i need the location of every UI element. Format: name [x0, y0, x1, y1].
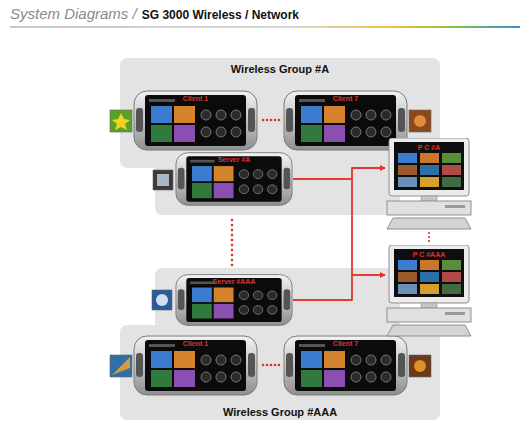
- computer-node: P C #A: [385, 138, 473, 230]
- computer-node: P C #AAA: [385, 245, 473, 337]
- device-label: Server #A: [175, 156, 293, 163]
- wireless-group-band: Wireless Group #AAA Server #AAA Client 1 Cl…: [120, 268, 440, 420]
- device-node: Server #A: [175, 150, 293, 208]
- group-band-shape: [120, 268, 440, 420]
- device-node: Client 1: [133, 88, 258, 153]
- band-part: [155, 162, 400, 215]
- device-node: Server #AAA: [175, 272, 293, 328]
- band-part: [120, 325, 440, 420]
- page-header: System Diagrams / SG 3000 Wireless / Netw…: [10, 5, 299, 22]
- device-node: Client 1: [133, 333, 258, 398]
- device-node: Client 7: [283, 88, 408, 153]
- diagram-title: System Diagrams /: [10, 5, 137, 22]
- group-heading: Wireless Group #AAA: [120, 406, 440, 418]
- device-label: Server #AAA: [175, 278, 293, 285]
- device-label: Client 7: [283, 340, 408, 347]
- computer-label: P C #AAA: [385, 251, 473, 258]
- band-part: [120, 58, 440, 168]
- band-part: [155, 268, 400, 331]
- group-band-shape: [120, 58, 440, 215]
- computer-label: P C #A: [385, 144, 473, 151]
- device-label: Client 1: [133, 95, 258, 102]
- device-node: Client 7: [283, 333, 408, 398]
- group-heading: Wireless Group #A: [120, 63, 440, 75]
- wireless-group-band: Wireless Group #A Client 1 Client 7 Server …: [120, 58, 440, 215]
- device-label: Client 7: [283, 95, 408, 102]
- subtitle-label: SG 3000 Wireless / Network: [142, 8, 299, 22]
- device-label: Client 1: [133, 340, 258, 347]
